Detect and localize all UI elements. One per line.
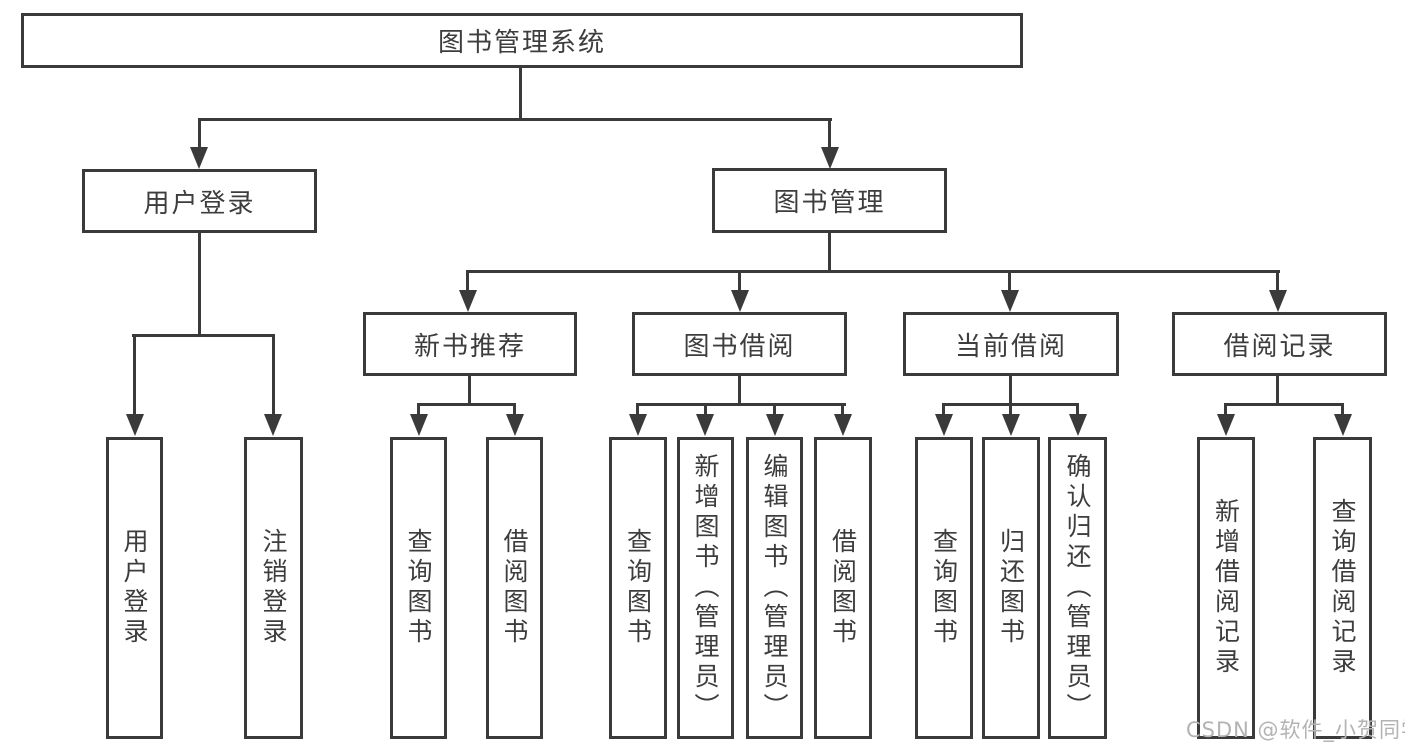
arrow-to-leaf-borrow-search-icon — [629, 414, 647, 436]
connector-book-borrow-stem — [738, 376, 741, 406]
connector-to-leaf-borrow-borrow — [841, 403, 844, 416]
connector-to-leaf-user-login — [133, 334, 136, 416]
node-label: 图书借阅 — [683, 331, 796, 362]
node-library-management-system: 图书管理系统 — [21, 13, 1023, 68]
leaf-label: 注销登录 — [259, 528, 288, 648]
leaf-label: 查询图书 — [404, 528, 433, 648]
arrow-to-leaf-logout-icon — [264, 414, 282, 436]
connector-current-borrow-stem — [1009, 376, 1012, 406]
leaf-logout: 注销登录 — [244, 437, 303, 739]
connector-book-management-branch — [466, 270, 1280, 273]
connector-to-borrow-records — [1276, 270, 1279, 294]
arrow-to-leaf-records-search-icon — [1334, 414, 1352, 436]
arrow-to-current-borrow-icon — [1001, 290, 1019, 312]
arrow-to-leaf-recommend-search-icon — [410, 414, 428, 436]
leaf-user-login: 用户登录 — [106, 437, 163, 739]
connector-to-leaf-recommend-borrow — [513, 403, 516, 416]
leaf-label: 查询图书 — [929, 528, 959, 648]
leaf-label: 借阅图书 — [828, 528, 858, 648]
leaf-records-add-record: 新增借阅记录 — [1197, 437, 1255, 739]
node-user-login: 用户登录 — [82, 169, 317, 233]
node-label: 用户登录 — [143, 188, 256, 219]
leaf-label: 确认归还（管理员） — [1063, 453, 1092, 723]
node-label: 新书推荐 — [413, 331, 526, 362]
leaf-borrow-edit-book: 编辑图书（管理员） — [746, 437, 803, 739]
arrow-to-new-book-recommend-icon — [459, 290, 477, 312]
node-new-book-recommend: 新书推荐 — [363, 312, 577, 376]
node-book-borrow: 图书借阅 — [632, 312, 847, 376]
connector-to-leaf-records-search — [1341, 403, 1344, 416]
node-current-borrow: 当前借阅 — [903, 312, 1119, 376]
leaf-current-search-book: 查询图书 — [915, 437, 973, 739]
connector-to-book-borrow — [738, 270, 741, 294]
leaf-borrow-search-book: 查询图书 — [609, 437, 667, 739]
leaf-label: 借阅图书 — [500, 528, 529, 648]
connector-new-book-recommend-branch — [417, 403, 516, 406]
connector-book-borrow-branch — [636, 403, 846, 406]
connector-root-stem — [519, 68, 522, 121]
connector-to-leaf-borrow-add — [704, 403, 707, 416]
connector-root-to-user-login — [198, 118, 201, 152]
connector-to-leaf-current-confirm — [1076, 403, 1079, 416]
arrow-to-borrow-records-icon — [1269, 290, 1287, 312]
node-label: 当前借阅 — [954, 331, 1067, 362]
leaf-recommend-borrow-book: 借阅图书 — [486, 437, 543, 739]
connector-borrow-records-branch — [1224, 403, 1344, 406]
connector-new-book-recommend-stem — [468, 376, 471, 406]
leaf-recommend-search-book: 查询图书 — [390, 437, 447, 739]
connector-root-branch — [198, 118, 832, 121]
arrow-to-leaf-records-add-icon — [1217, 414, 1235, 436]
node-label: 图书管理 — [773, 188, 886, 218]
arrow-to-leaf-user-login-icon — [126, 414, 144, 436]
connector-user-login-branch — [132, 334, 275, 337]
arrow-to-leaf-recommend-borrow-icon — [506, 414, 524, 436]
leaf-current-confirm-return: 确认归还（管理员） — [1048, 437, 1107, 739]
connector-to-leaf-borrow-search — [636, 403, 639, 416]
node-label: 图书管理系统 — [437, 28, 606, 58]
leaf-label: 归还图书 — [996, 528, 1026, 648]
node-label: 借阅记录 — [1223, 331, 1336, 362]
arrow-to-leaf-borrow-borrow-icon — [834, 414, 852, 436]
connector-borrow-records-stem — [1276, 376, 1279, 406]
leaf-borrow-borrow-book: 借阅图书 — [814, 437, 872, 739]
leaf-label: 查询图书 — [623, 528, 653, 648]
arrow-to-book-management-icon — [821, 147, 839, 169]
arrow-to-leaf-borrow-add-icon — [696, 414, 714, 436]
leaf-records-search-record: 查询借阅记录 — [1313, 437, 1372, 739]
leaf-current-return-book: 归还图书 — [982, 437, 1040, 739]
arrow-to-book-borrow-icon — [731, 290, 749, 312]
arrow-to-leaf-borrow-edit-icon — [766, 414, 784, 436]
connector-user-login-stem — [198, 233, 201, 337]
leaf-borrow-add-book: 新增图书（管理员） — [677, 437, 734, 739]
connector-to-leaf-current-search — [942, 403, 945, 416]
leaf-label: 新增图书（管理员） — [691, 453, 720, 723]
arrow-to-leaf-current-return-icon — [1002, 414, 1020, 436]
arrow-to-leaf-current-search-icon — [935, 414, 953, 436]
connector-to-new-book-recommend — [466, 270, 469, 294]
connector-to-current-borrow — [1008, 270, 1011, 294]
leaf-label: 查询借阅记录 — [1328, 498, 1357, 678]
connector-to-leaf-logout — [272, 334, 275, 416]
leaf-label: 用户登录 — [120, 528, 149, 648]
node-borrow-records: 借阅记录 — [1172, 312, 1387, 376]
connector-to-leaf-current-return — [1009, 403, 1012, 416]
arrow-to-user-login-icon — [190, 147, 208, 169]
leaf-label: 新增借阅记录 — [1211, 498, 1241, 678]
connector-to-leaf-records-add — [1224, 403, 1227, 416]
csdn-watermark: CSDN @软件_小贺同学 — [1186, 718, 1405, 742]
connector-to-leaf-borrow-edit — [773, 403, 776, 416]
node-book-management: 图书管理 — [712, 168, 947, 233]
connector-book-management-stem — [828, 233, 831, 273]
leaf-label: 编辑图书（管理员） — [760, 453, 789, 723]
connector-root-to-book-management — [828, 118, 831, 150]
arrow-to-leaf-current-confirm-icon — [1069, 414, 1087, 436]
connector-to-leaf-recommend-search — [417, 403, 420, 416]
